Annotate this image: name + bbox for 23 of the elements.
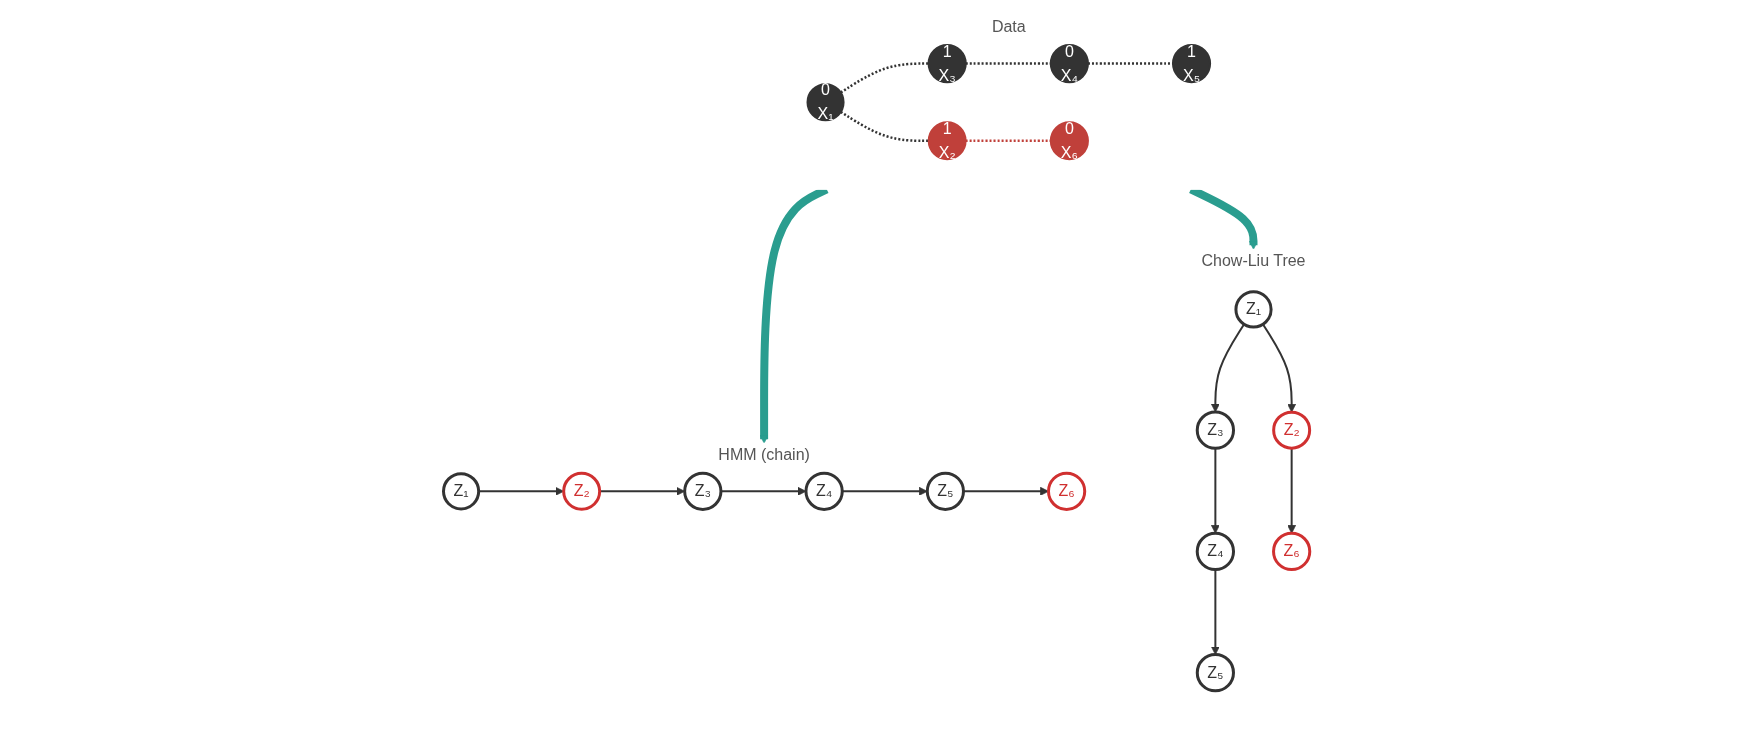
node-circle: Z₆ <box>1047 471 1087 511</box>
node-circle: Z₃ <box>1195 410 1236 450</box>
node-circle: Z₁ <box>1234 290 1273 329</box>
node-circle: Z₃ <box>683 471 723 511</box>
node-circle: 0 X₄ <box>1049 43 1090 84</box>
arrow <box>1262 323 1297 413</box>
node-circle: 0 X₆ <box>1049 121 1090 161</box>
node-circle: Z₄ <box>804 471 844 511</box>
node-circle: Z₅ <box>925 471 966 511</box>
node-text: Data <box>992 17 1026 35</box>
arrow <box>720 486 807 496</box>
node-circle: Z₂ <box>1272 410 1312 450</box>
node-circle: Z₁ <box>442 472 481 511</box>
node-circle: Z₄ <box>1195 531 1236 571</box>
node-circle: 0 X₁ <box>806 82 845 122</box>
node-text: HMM (chain) <box>718 446 810 463</box>
node-circle: Z₂ <box>562 471 602 511</box>
node-circle: 1 X₃ <box>927 43 967 83</box>
node-text: Chow-Liu Tree <box>1201 252 1306 270</box>
node-circle: 1 X₅ <box>1172 43 1212 83</box>
node-circle: 1 X₂ <box>927 121 967 161</box>
node-circle: Z₆ <box>1272 531 1312 571</box>
node-circle: Z₅ <box>1195 652 1236 693</box>
